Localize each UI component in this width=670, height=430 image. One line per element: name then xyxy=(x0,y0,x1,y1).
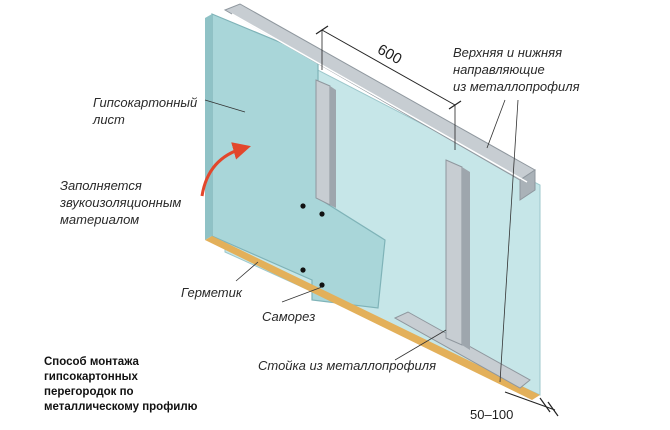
fill-arrow xyxy=(200,142,251,197)
metal-stud-2 xyxy=(445,159,463,346)
metal-stud-1-lip xyxy=(330,86,336,208)
sealant-strip xyxy=(205,236,540,400)
label-gypsum-sheet: Гипсокартонный лист xyxy=(93,95,198,127)
leader-guide-top xyxy=(486,99,506,149)
label-sealant: Герметик xyxy=(181,285,243,300)
leader-sealant xyxy=(235,261,259,282)
rail-highlight xyxy=(231,13,528,183)
leader-screw xyxy=(281,286,323,303)
label-filled-with: Заполняется звукоизоляционным материалом xyxy=(60,178,182,227)
leader-guide-bottom xyxy=(499,99,519,383)
label-stud: Стойка из металлопрофиля xyxy=(258,358,437,373)
drywall-edge xyxy=(205,14,212,240)
screw-dot-3 xyxy=(300,267,306,273)
screw-dot-2 xyxy=(319,211,325,217)
dimension-gap-label: 50–100 xyxy=(470,407,514,422)
label-guides: Верхняя и нижняя направляющие из металло… xyxy=(453,45,580,94)
dimension-600-line xyxy=(321,29,456,106)
screw-dot-1 xyxy=(300,203,306,209)
metal-stud-1 xyxy=(315,79,331,206)
label-screw: Саморез xyxy=(262,309,316,324)
screw-dot-4 xyxy=(319,282,325,288)
top-guide-rail-flange xyxy=(519,169,536,201)
leader-stud xyxy=(394,329,447,361)
leader-gypsum xyxy=(204,99,246,113)
diagram-caption: Способ монтажа гипсокартонных перегородо… xyxy=(44,356,198,413)
metal-stud-2-lip xyxy=(462,167,470,350)
bottom-guide-rail xyxy=(393,311,531,389)
